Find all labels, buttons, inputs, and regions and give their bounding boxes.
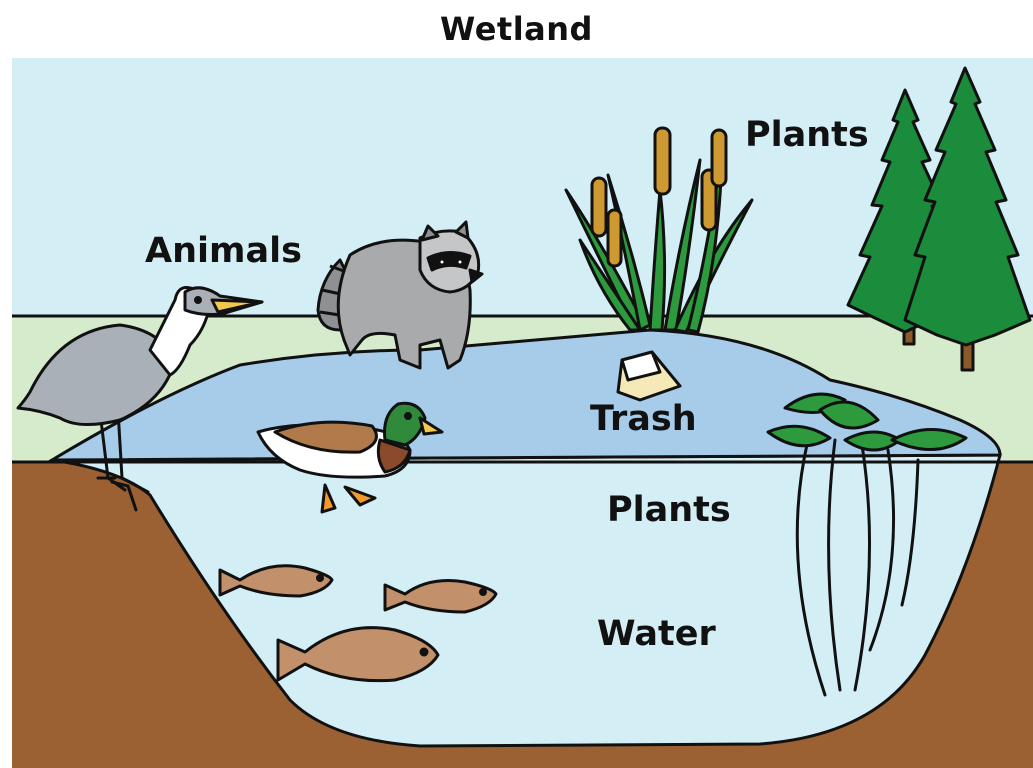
label-trash: Trash — [590, 399, 697, 439]
label-plants-water: Plants — [607, 490, 731, 530]
diagram-title: Wetland — [0, 10, 1033, 48]
label-plants-top: Plants — [745, 115, 869, 155]
label-animals: Animals — [145, 231, 302, 271]
label-water: Water — [597, 614, 716, 654]
wetland-scene: Animals Plants Trash Plants Water — [12, 58, 1033, 768]
